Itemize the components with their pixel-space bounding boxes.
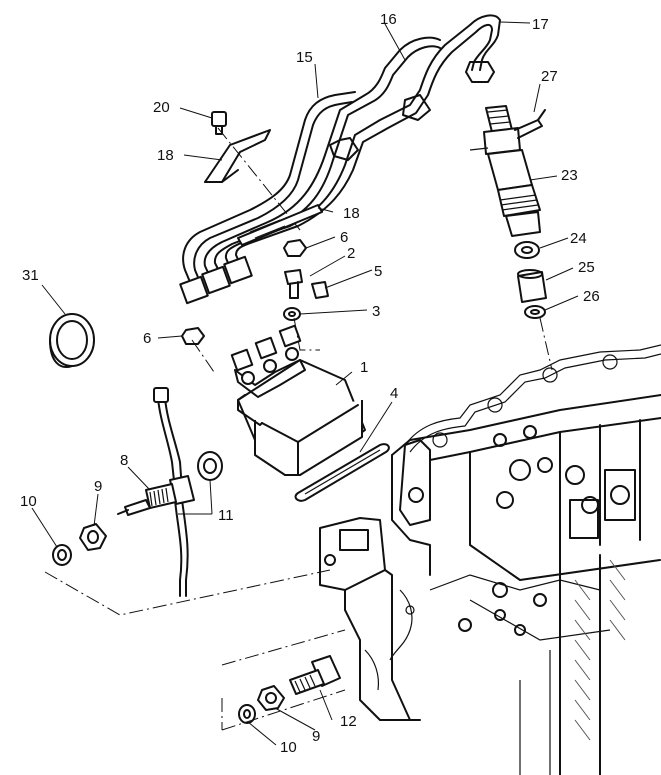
washer-26	[524, 305, 546, 319]
assembly-line-6	[191, 339, 215, 373]
nut-6-upper	[283, 239, 307, 257]
callout-20: 20	[153, 99, 170, 116]
callout-6-upper: 6	[340, 229, 348, 246]
plug-12	[289, 655, 341, 695]
callout-9-lower: 9	[312, 728, 320, 745]
seal-ring-31	[49, 313, 95, 368]
injector-assembly	[469, 105, 546, 237]
callout-10-lower: 10	[280, 739, 297, 756]
callout-17: 17	[532, 16, 549, 33]
callout-25: 25	[578, 259, 595, 276]
washer-3	[283, 307, 301, 321]
leader-lines	[31, 21, 579, 746]
fitting-5	[311, 281, 329, 299]
line-clamp-upper	[204, 111, 301, 231]
callout-26: 26	[583, 288, 600, 305]
washer-10-lower	[238, 704, 256, 724]
assembly-line-plug	[221, 629, 346, 731]
callout-9: 9	[94, 478, 102, 495]
callout-15: 15	[296, 49, 313, 66]
callout-labels: 1 2 3 4 5 6 6 8 9 10 11 12 9 10 15 16 17…	[20, 11, 600, 756]
bolt-2	[284, 269, 303, 299]
nut-9-lower	[257, 685, 285, 711]
callout-11: 11	[218, 507, 234, 524]
callout-23: 23	[561, 167, 578, 184]
callout-27: 27	[541, 68, 558, 85]
callout-24: 24	[570, 230, 587, 247]
callout-4: 4	[390, 385, 398, 402]
sleeve-25	[517, 269, 547, 303]
callout-18-upper: 18	[157, 147, 174, 164]
pump-gasket	[294, 443, 390, 502]
callout-12: 12	[340, 713, 357, 730]
callout-2: 2	[347, 245, 355, 262]
washer-10	[52, 544, 72, 566]
injection-pump	[230, 324, 366, 476]
fuel-injection-lines	[179, 14, 501, 305]
callout-1: 1	[360, 359, 368, 376]
callout-31: 31	[22, 267, 39, 284]
callout-6-lower: 6	[143, 330, 151, 347]
engine-block	[391, 344, 661, 775]
solenoid-assembly	[117, 387, 223, 597]
assembly-line-3	[293, 317, 320, 351]
callout-16: 16	[380, 11, 397, 28]
seal-24	[514, 241, 540, 259]
callout-8: 8	[120, 452, 128, 469]
timing-housing	[319, 517, 421, 721]
callout-10: 10	[20, 493, 37, 510]
assembly-line-solenoid	[44, 569, 331, 616]
callout-18-lower: 18	[343, 205, 360, 222]
nut-9	[79, 523, 107, 551]
line-clamp-lower	[237, 204, 323, 246]
callout-5: 5	[374, 263, 382, 280]
callout-3: 3	[372, 303, 380, 320]
assembly-line-injector	[539, 317, 553, 371]
